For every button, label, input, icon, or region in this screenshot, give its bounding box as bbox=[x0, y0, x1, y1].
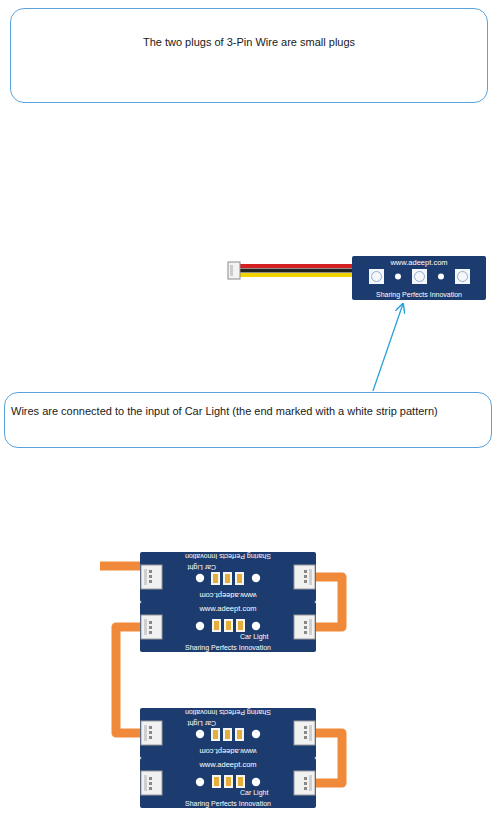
leader-arrow bbox=[373, 304, 403, 391]
website-label: www.adeept.com bbox=[140, 592, 316, 600]
note-box: Wires are connected to the input of Car … bbox=[4, 392, 492, 448]
slogan-label: Sharing Perfects Innovation bbox=[140, 709, 316, 716]
slogan-label: Sharing Perfects Innovation bbox=[140, 800, 316, 807]
board-label: Car Light bbox=[240, 789, 268, 796]
slogan-label: Sharing Perfects Innovation bbox=[140, 553, 316, 560]
note-box: The two plugs of 3-Pin Wire are small pl… bbox=[10, 8, 488, 103]
board-label: Car Light bbox=[188, 720, 216, 727]
website-label: www.adeept.com bbox=[140, 748, 316, 756]
board-label: Sharing Perfects Innovation bbox=[352, 291, 486, 298]
note-text: The two plugs of 3-Pin Wire are small pl… bbox=[21, 36, 477, 50]
orange-wire bbox=[116, 627, 142, 733]
car-light-board: www.adeept.comCar LightSharing Perfects … bbox=[140, 602, 316, 652]
orange-wire bbox=[314, 577, 342, 627]
car-light-board: www.adeept.comSharing Perfects Innovatio… bbox=[352, 256, 486, 300]
orange-wire bbox=[314, 733, 342, 783]
website-label: www.adeept.com bbox=[140, 761, 316, 769]
slogan-label: Sharing Perfects Innovation bbox=[140, 644, 316, 651]
board-label: Car Light bbox=[240, 633, 268, 640]
car-light-board: www.adeept.com Car Light Sharing Perfects … bbox=[140, 552, 316, 602]
note-text: Wires are connected to the input of Car … bbox=[11, 405, 485, 419]
incoming-wire bbox=[100, 562, 146, 571]
board-label: Car Light bbox=[188, 564, 216, 571]
car-light-board: www.adeept.comCar LightSharing Perfects … bbox=[140, 758, 316, 808]
website-label: www.adeept.com bbox=[140, 605, 316, 613]
car-light-board: www.adeept.com Car Light Sharing Perfects … bbox=[140, 708, 316, 758]
three-pin-wire bbox=[228, 262, 358, 279]
website-label: www.adeept.com bbox=[352, 259, 486, 267]
